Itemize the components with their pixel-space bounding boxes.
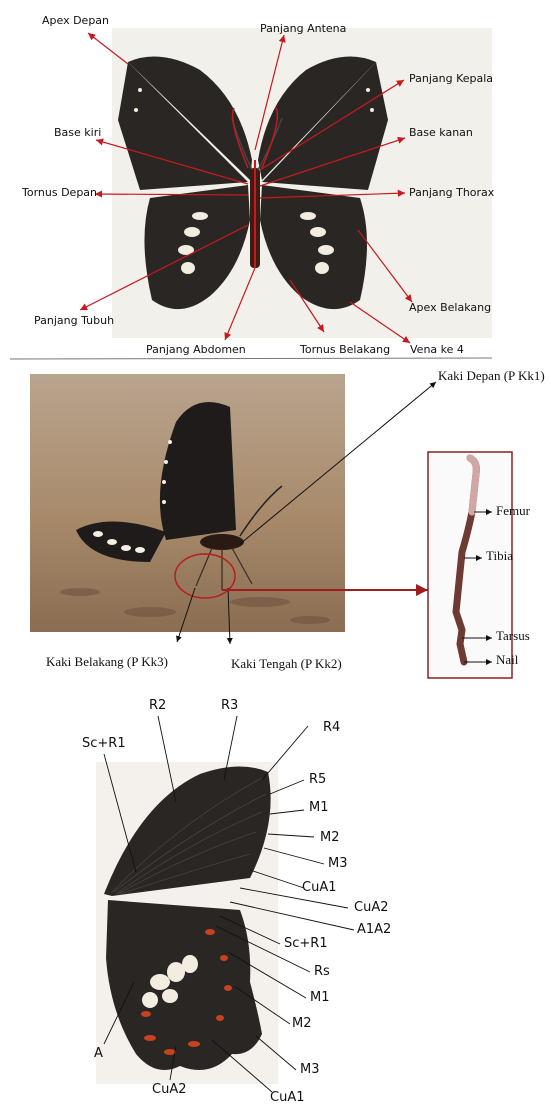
label-kaki-tengah: Kaki Tengah (P Kk2) (231, 656, 342, 672)
label-panjang-abdomen: Panjang Abdomen (146, 343, 246, 356)
label-a1a2: A1A2 (357, 922, 391, 937)
leg-diagram (0, 362, 551, 682)
label-kaki-depan: Kaki Depan (P Kk1) (438, 368, 545, 384)
label-apex-belakang: Apex Belakang (409, 301, 491, 314)
label-m1-top: M1 (309, 800, 329, 815)
label-cua2-bottom: CuA2 (152, 1082, 186, 1097)
leg-inset (428, 452, 512, 678)
label-kaki-belakang: Kaki Belakang (P Kk3) (46, 654, 168, 670)
label-sc-r1-top: Sc+R1 (82, 736, 126, 751)
label-m2-top: M2 (320, 830, 340, 845)
panel-measurements: Apex Depan Panjang Antena Panjang Kepala… (0, 0, 551, 362)
panel-divider (10, 358, 492, 359)
label-cua1-bottom: CuA1 (270, 1090, 304, 1105)
label-cua1-top: CuA1 (302, 880, 336, 895)
label-m1-bottom: M1 (310, 990, 330, 1005)
label-femur: Femur (496, 503, 530, 519)
label-panjang-tubuh: Panjang Tubuh (34, 314, 114, 327)
label-vena-ke-4: Vena ke 4 (410, 343, 464, 356)
label-apex-depan: Apex Depan (42, 14, 109, 27)
label-a: A (94, 1046, 103, 1061)
label-base-kiri: Base kiri (54, 126, 101, 139)
label-sc-r1-bottom: Sc+R1 (284, 936, 328, 951)
label-r3: R3 (221, 698, 238, 713)
label-rs: Rs (314, 964, 330, 979)
label-m2-bottom: M2 (292, 1016, 312, 1031)
panel-legs: Kaki Depan (P Kk1) Kaki Belakang (P Kk3)… (0, 362, 551, 682)
label-panjang-antena: Panjang Antena (260, 22, 346, 35)
label-cua2-top: CuA2 (354, 900, 388, 915)
label-r2: R2 (149, 698, 166, 713)
label-m3-top: M3 (328, 856, 348, 871)
label-r4: R4 (323, 720, 340, 735)
label-r5: R5 (309, 772, 326, 787)
label-panjang-kepala: Panjang Kepala (409, 72, 493, 85)
label-tornus-belakang: Tornus Belakang (300, 343, 390, 356)
label-tarsus: Tarsus (496, 628, 530, 644)
label-base-kanan: Base kanan (409, 126, 473, 139)
label-tornus-depan: Tornus Depan (22, 186, 97, 199)
label-nail: Nail (496, 652, 518, 668)
label-m3-bottom: M3 (300, 1062, 320, 1077)
panel-venation: R2 R3 R4 Sc+R1 R5 M1 M2 M3 CuA1 CuA2 A1A… (0, 682, 551, 1108)
label-panjang-thorax: Panjang Thorax (409, 186, 494, 199)
label-tibia: Tibia (486, 548, 513, 564)
